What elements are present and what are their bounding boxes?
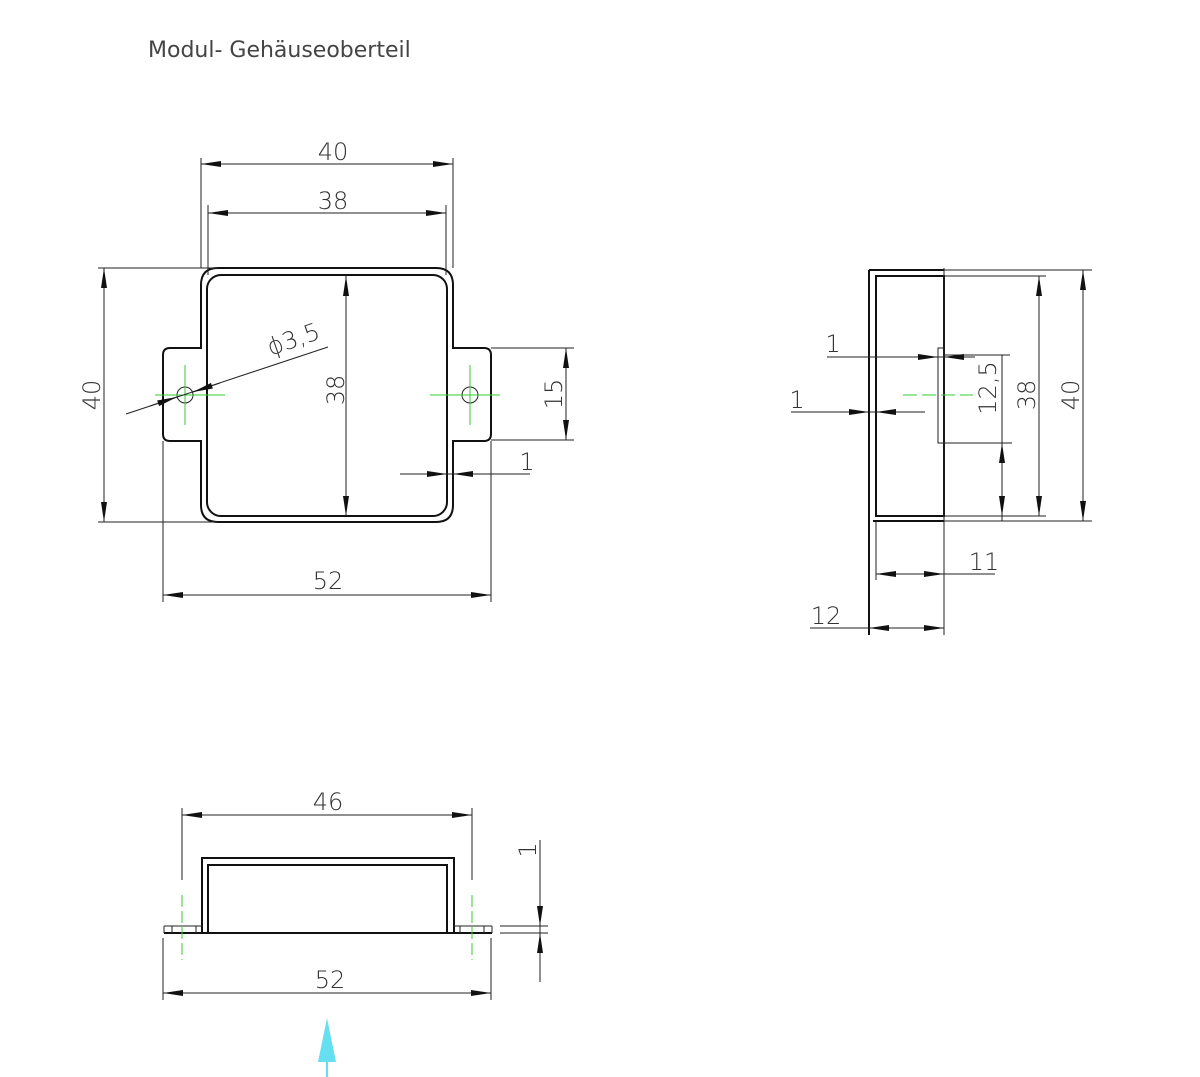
dim-label: 1 — [825, 330, 840, 358]
dim-hole-arrow — [192, 382, 221, 393]
dim-label: 15 — [540, 379, 568, 410]
dim-label: 52 — [315, 966, 346, 994]
dim-label: 52 — [313, 567, 344, 595]
side-body — [875, 275, 945, 517]
dim-label: ϕ3,5 — [263, 317, 323, 361]
dim-label: 46 — [313, 788, 344, 816]
dim-label: 11 — [969, 548, 1000, 576]
dim-label: 1 — [514, 842, 542, 857]
dim-label: 38 — [1013, 380, 1041, 411]
dim-hole-arrow — [149, 396, 178, 407]
dim-label: 40 — [318, 138, 349, 166]
top-view: 40 38 40 38 15 1 52 ϕ3,5 — [78, 138, 574, 602]
dim-label: 38 — [322, 375, 350, 406]
dim-label: 38 — [318, 187, 349, 215]
dim-label: 40 — [78, 380, 106, 411]
outer-contour — [162, 267, 492, 523]
dim-label: 1 — [789, 386, 804, 414]
front-body — [164, 857, 492, 934]
front-view: 46 52 1 — [162, 788, 548, 1077]
hole-centerlines — [155, 365, 500, 425]
dim-label: 40 — [1057, 380, 1085, 411]
dim-label: 12 — [811, 602, 842, 630]
view-direction-arrow-icon — [318, 1018, 336, 1077]
dim-label: 12,5 — [974, 361, 1002, 414]
side-view: 40 38 12,5 1 1 11 12 — [789, 268, 1092, 635]
drawing-title: Modul- Gehäuseoberteil — [148, 38, 411, 63]
dim-label: 1 — [519, 448, 534, 476]
